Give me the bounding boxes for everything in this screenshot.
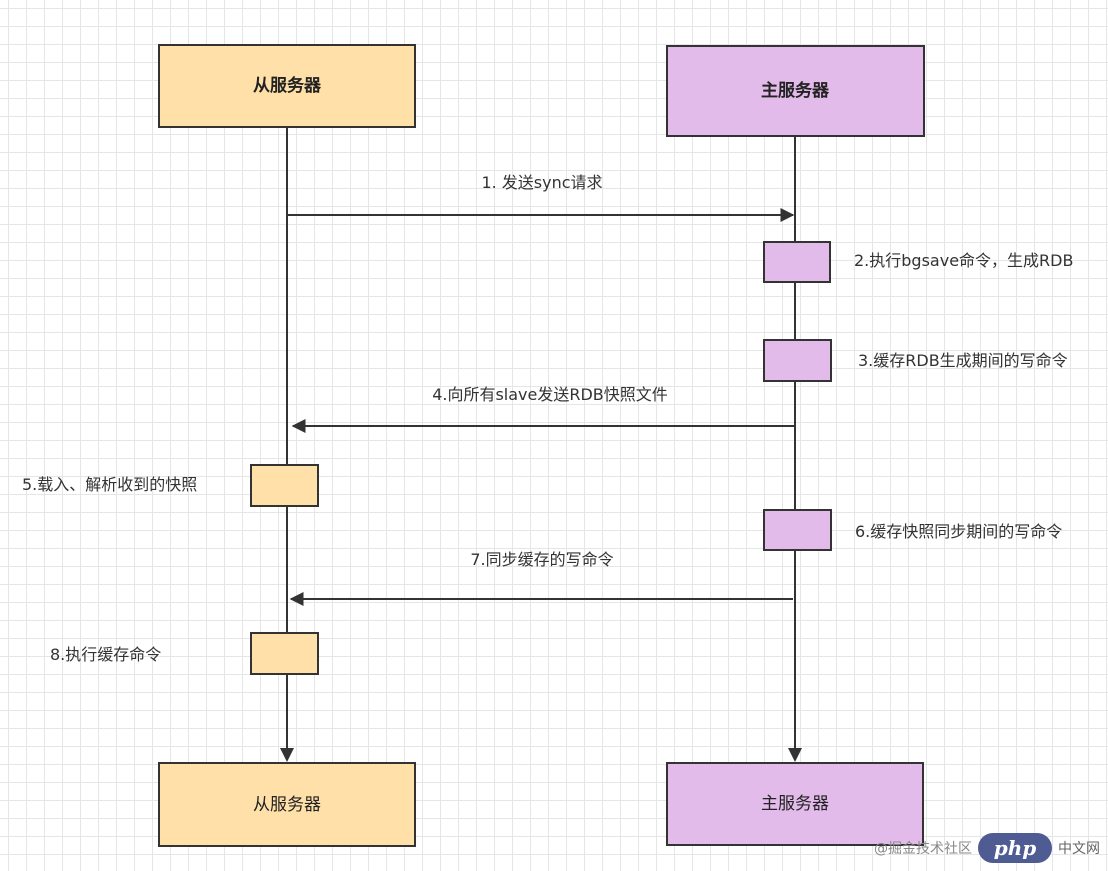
master-server-label-bottom: 主服务器 bbox=[761, 794, 829, 814]
step7-label: 7.同步缓存的写命令 bbox=[470, 550, 613, 569]
step5-label: 5.载入、解析收到的快照 bbox=[22, 475, 197, 494]
step2-label: 2.执行bgsave命令，生成RDB bbox=[854, 251, 1073, 270]
php-logo-text: php bbox=[993, 836, 1037, 860]
master-server-box-top: 主服务器 bbox=[666, 45, 925, 137]
watermark-site: 中文网 bbox=[1058, 841, 1100, 857]
slave-server-label-top: 从服务器 bbox=[253, 75, 322, 96]
slave-server-label-bottom: 从服务器 bbox=[253, 795, 321, 815]
step1-label: 1. 发送sync请求 bbox=[481, 173, 602, 192]
step8-label: 8.执行缓存命令 bbox=[50, 645, 161, 664]
step6-activation-box bbox=[763, 509, 832, 551]
watermark-label: @掘金技术社区 bbox=[874, 841, 972, 857]
master-server-label-top: 主服务器 bbox=[761, 80, 830, 101]
step8-activation-box bbox=[250, 632, 319, 675]
step6-label: 6.缓存快照同步期间的写命令 bbox=[855, 522, 1062, 541]
step3-activation-box bbox=[763, 339, 832, 382]
step3-label: 3.缓存RDB生成期间的写命令 bbox=[858, 351, 1068, 370]
step5-activation-box bbox=[250, 464, 319, 507]
step4-label: 4.向所有slave发送RDB快照文件 bbox=[432, 385, 668, 404]
master-lifeline-arrowhead bbox=[788, 748, 802, 762]
slave-lifeline-arrowhead bbox=[280, 748, 294, 762]
slave-server-box-top: 从服务器 bbox=[158, 44, 416, 128]
php-logo-icon: php bbox=[978, 833, 1052, 863]
step2-activation-box bbox=[763, 241, 831, 283]
watermark: @掘金技术社区 php 中文网 bbox=[874, 833, 1100, 863]
master-server-box-bottom: 主服务器 bbox=[666, 762, 924, 846]
slave-server-box-bottom: 从服务器 bbox=[158, 762, 416, 847]
